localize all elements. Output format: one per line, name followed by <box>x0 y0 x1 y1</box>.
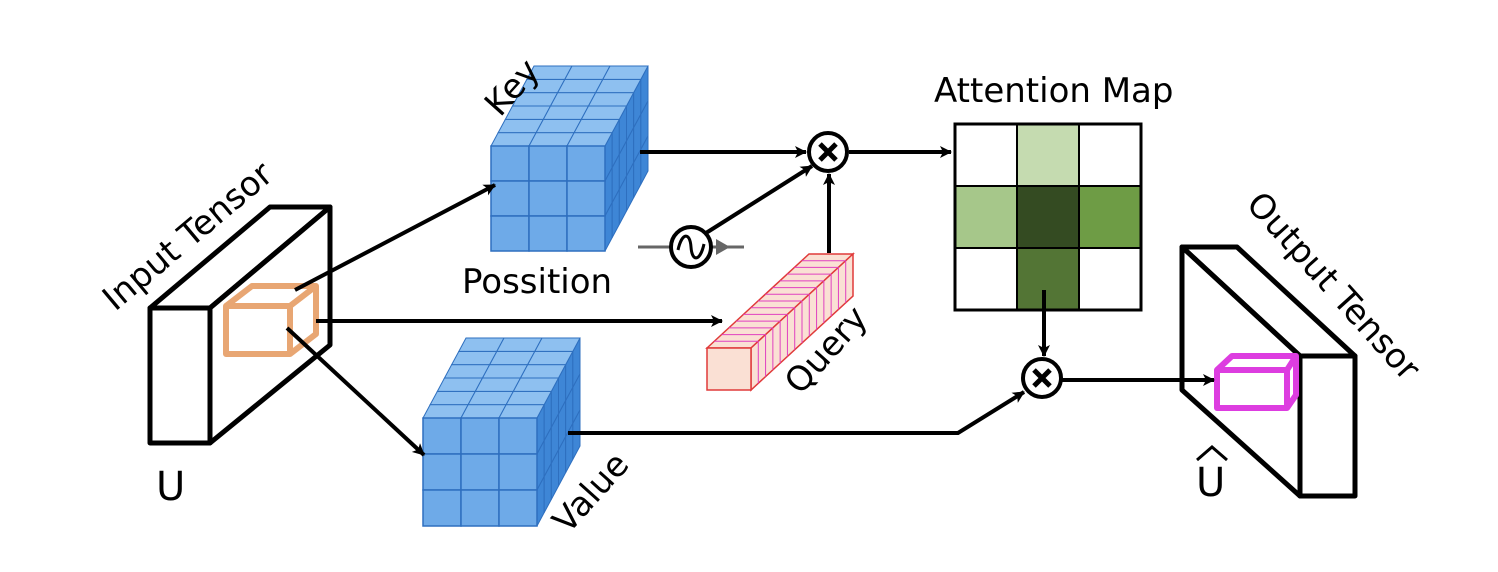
multiply-operator-bottom <box>1021 357 1063 399</box>
attention-cell <box>954 185 1018 249</box>
input-tensor <box>147 204 333 446</box>
flow-arrows <box>285 146 1215 457</box>
attention-cell <box>1016 247 1080 311</box>
multiply-operator-top <box>807 131 849 173</box>
arrow-position-to-multiply <box>704 164 814 235</box>
attention-cell <box>954 247 1018 311</box>
arrow-input-to-value <box>285 326 426 457</box>
attention-cell <box>1078 185 1142 249</box>
key-cube <box>490 65 649 252</box>
output-tensor <box>1179 244 1358 499</box>
input-symbol: U <box>156 464 185 510</box>
position-label: Possition <box>462 262 612 302</box>
arrow-input-to-key <box>294 183 496 292</box>
query-vector <box>705 252 855 392</box>
attention-cell <box>1078 247 1142 311</box>
output-selection-window <box>1214 353 1299 411</box>
output-symbol-hat <box>1196 445 1228 462</box>
arrow-value-to-multiply <box>568 390 1026 435</box>
attention-cell <box>1016 123 1080 187</box>
attention-map-title: Attention Map <box>934 71 1173 111</box>
value-cube <box>422 337 581 527</box>
attention-cell <box>954 123 1018 187</box>
attention-cell <box>1016 185 1080 249</box>
attention-map-grid <box>953 122 1143 312</box>
position-encoder <box>638 225 744 269</box>
attention-cell <box>1078 123 1142 187</box>
output-symbol: U <box>1196 460 1225 506</box>
